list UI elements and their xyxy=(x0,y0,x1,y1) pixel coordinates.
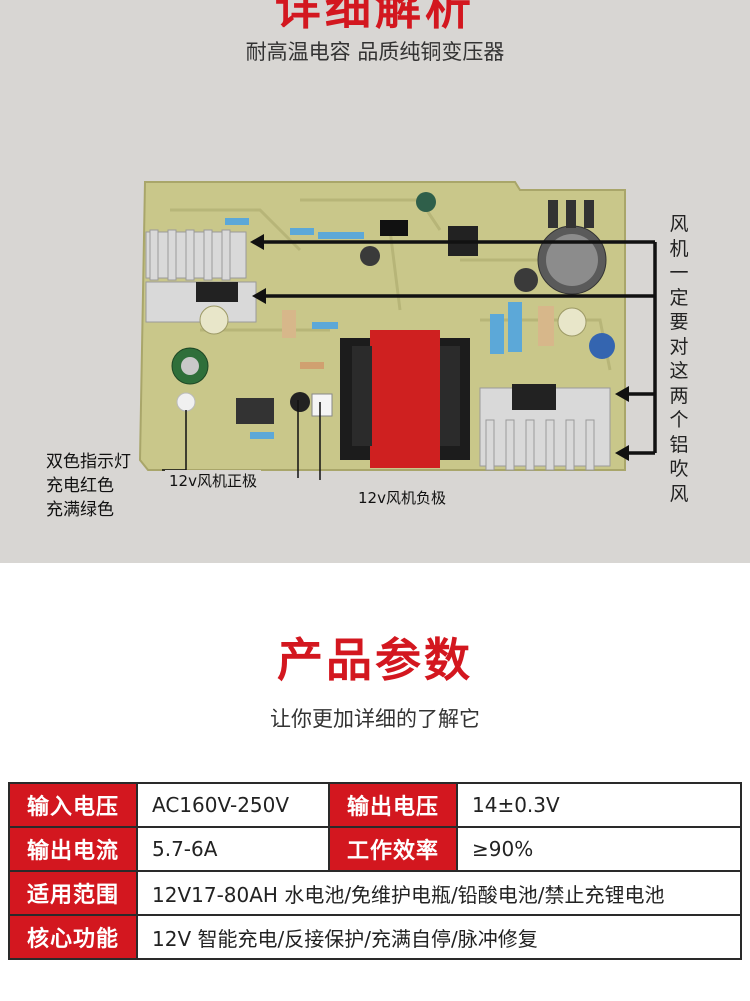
section-subtitle: 耐高温电容 品质纯铜变压器 xyxy=(245,40,505,64)
fan-char: 吹 xyxy=(669,458,689,480)
fan-instruction-label: 风 机 一 定 要 对 这 两 个 铝 吹 风 xyxy=(666,212,692,506)
spec-key: 工作效率 xyxy=(328,826,458,872)
fan-char: 风 xyxy=(669,213,689,235)
fan-char: 一 xyxy=(669,262,689,284)
fan-char: 定 xyxy=(669,286,689,309)
spec-value: 12V17-80AH 水电池/免维护电瓶/铅酸电池/禁止充锂电池 xyxy=(136,870,742,916)
spec-value: AC160V-250V xyxy=(136,782,330,828)
params-subtitle: 让你更加详细的了解它 xyxy=(270,707,480,731)
table-row: 输入电压 AC160V-250V 输出电压 14±0.3V xyxy=(8,782,742,828)
spec-value: 5.7-6A xyxy=(136,826,330,872)
fan-char: 风 xyxy=(669,482,689,505)
fan-char: 个 xyxy=(669,409,689,431)
spec-table: 输入电压 AC160V-250V 输出电压 14±0.3V 输出电流 5.7-6… xyxy=(8,782,742,960)
spec-value: 12V 智能充电/反接保护/充满自停/脉冲修复 xyxy=(136,914,742,960)
fan-positive-label: 12v风机正极 xyxy=(165,470,261,491)
fan-char: 铝 xyxy=(669,433,689,456)
fan-char: 这 xyxy=(669,360,689,382)
table-row: 核心功能 12V 智能充电/反接保护/充满自停/脉冲修复 xyxy=(8,914,742,960)
fan-char: 两 xyxy=(669,384,689,407)
spec-key: 适用范围 xyxy=(8,870,138,916)
indicator-line: 双色指示灯 xyxy=(46,452,131,472)
params-title: 产品参数 xyxy=(277,633,473,687)
section-headline: 详细解析 xyxy=(275,0,475,35)
spec-key: 输入电压 xyxy=(8,782,138,828)
indicator-line: 充电红色 xyxy=(46,476,114,496)
spec-key: 输出电压 xyxy=(328,782,458,828)
spec-value: 14±0.3V xyxy=(456,782,742,828)
table-row: 适用范围 12V17-80AH 水电池/免维护电瓶/铅酸电池/禁止充锂电池 xyxy=(8,870,742,916)
table-row: 输出电流 5.7-6A 工作效率 ≥90% xyxy=(8,826,742,872)
fan-negative-label: 12v风机负极 xyxy=(358,489,446,507)
indicator-light-note: 双色指示灯 充电红色 充满绿色 xyxy=(46,450,131,522)
circuit-board-illustration xyxy=(138,181,657,480)
fan-char: 要 xyxy=(669,311,689,333)
spec-value: ≥90% xyxy=(456,826,742,872)
fan-char: 机 xyxy=(669,237,689,260)
spec-key: 核心功能 xyxy=(8,914,138,960)
spec-key: 输出电流 xyxy=(8,826,138,872)
indicator-line: 充满绿色 xyxy=(46,500,114,520)
product-photo-section: 详细解析 耐高温电容 品质纯铜变压器 xyxy=(0,0,750,563)
fan-char: 对 xyxy=(669,335,689,358)
